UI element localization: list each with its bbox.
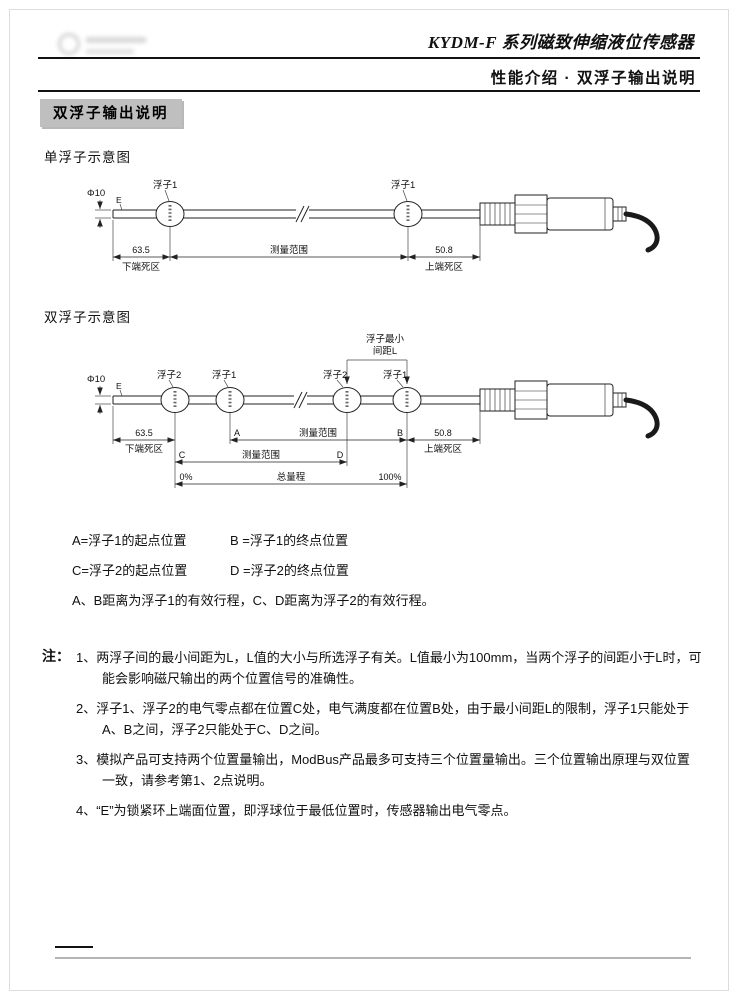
float1-start-label: 浮子1 <box>212 369 236 381</box>
header-rule-bottom <box>38 90 700 92</box>
float1-end-label: 浮子1 <box>391 179 415 191</box>
sensor-head <box>479 380 660 439</box>
min-gap-label-line1: 浮子最小 <box>366 333 405 345</box>
float1-end-label: 浮子1 <box>383 369 407 381</box>
footer-short-rule <box>55 946 93 948</box>
header-rule-top <box>38 57 700 59</box>
measure-range-label: 测量范围 <box>270 244 308 256</box>
single-float-diagram: Φ10 E 浮子1 浮子1 <box>87 179 660 273</box>
position-legend: A=浮子1的起点位置 B =浮子1的终点位置 C=浮子2的起点位置 D =浮子2… <box>72 530 435 609</box>
note-item-3: 3、模拟产品可支持两个位置量输出，ModBus产品最多可支持三个位置量输出。三个… <box>76 752 690 789</box>
rod-break-symbol <box>293 391 308 409</box>
footer-long-rule <box>55 957 691 959</box>
legend-summary: A、B距离为浮子1的有效行程，C、D距离为浮子2的有效行程。 <box>72 593 435 608</box>
note-item-4: 4、“E”为锁紧环上端面位置，即浮球位于最低位置时，传感器输出电气零点。 <box>76 803 517 819</box>
diameter-dimension <box>95 200 111 228</box>
note-item-1: 1、两浮子间的最小间距为L，L值的大小与所选浮子有关。L值最小为100mm，当两… <box>76 650 702 687</box>
percent-hundred-label: 100% <box>378 472 401 482</box>
min-gap-leaders <box>344 359 410 384</box>
legend-a-definition: A=浮子1的起点位置 <box>72 533 187 548</box>
upper-dead-zone-label: 上端死区 <box>424 443 463 455</box>
double-float-diagram-title: 双浮子示意图 <box>44 310 131 325</box>
float1-start-label: 浮子1 <box>153 179 177 191</box>
marker-c: C <box>179 450 186 460</box>
float-symbols <box>155 201 423 227</box>
legend-c-definition: C=浮子2的起点位置 <box>72 563 188 578</box>
upper-dead-zone-label: 上端死区 <box>425 261 464 273</box>
series-title: KYDM-F 系列磁致伸缩液位传感器 <box>427 33 694 52</box>
notes-list: 1、两浮子间的最小间距为L，L值的大小与所选浮子有关。L值最小为100mm，当两… <box>76 647 702 830</box>
e-marker-label: E <box>116 195 122 205</box>
measure-range-ab-label: 测量范围 <box>299 427 337 439</box>
cable <box>623 211 660 253</box>
logo-watermark <box>58 27 158 61</box>
min-gap-label-line2: 间距L <box>373 345 397 357</box>
rod-diameter-label: Φ10 <box>87 188 105 199</box>
marker-b: B <box>397 428 403 438</box>
marker-d: D <box>337 450 344 460</box>
upper-dead-zone-dim: 50.8 <box>435 245 453 255</box>
float-symbols <box>160 387 422 413</box>
rod-diameter-label: Φ10 <box>87 374 105 385</box>
note-item-2: 2、浮子1、浮子2的电气零点都在位置C处，电气满度都在位置B处，由于最小间距L的… <box>76 701 690 738</box>
upper-dead-zone-dim: 50.8 <box>434 428 452 438</box>
legend-b-definition: B =浮子1的终点位置 <box>230 533 349 548</box>
float2-end-label: 浮子2 <box>323 369 347 381</box>
e-marker-label: E <box>116 381 122 391</box>
lower-dead-zone-label: 下端死区 <box>125 443 164 455</box>
double-float-diagram: 浮子最小 间距L Φ10 E <box>87 333 660 488</box>
diameter-dimension <box>95 386 111 414</box>
section-badge: 双浮子输出说明 <box>40 99 182 127</box>
cable <box>623 397 660 439</box>
total-range-label: 总量程 <box>277 471 306 483</box>
float2-start-label: 浮子2 <box>157 369 181 381</box>
legend-d-definition: D =浮子2的终点位置 <box>230 563 349 578</box>
sensor-head <box>479 194 660 253</box>
lower-dead-zone-dim: 63.5 <box>132 245 150 255</box>
percent-zero-label: 0% <box>179 472 192 482</box>
page-subtitle: 性能介绍 · 双浮子输出说明 <box>490 70 696 87</box>
single-float-diagram-title: 单浮子示意图 <box>44 150 131 165</box>
measure-range-cd-label: 测量范围 <box>242 449 280 461</box>
marker-a: A <box>234 428 240 438</box>
rod-break-symbol <box>295 205 310 223</box>
lower-dead-zone-dim: 63.5 <box>135 428 153 438</box>
lower-dead-zone-label: 下端死区 <box>122 261 161 273</box>
notes-label: 注： <box>42 648 70 664</box>
